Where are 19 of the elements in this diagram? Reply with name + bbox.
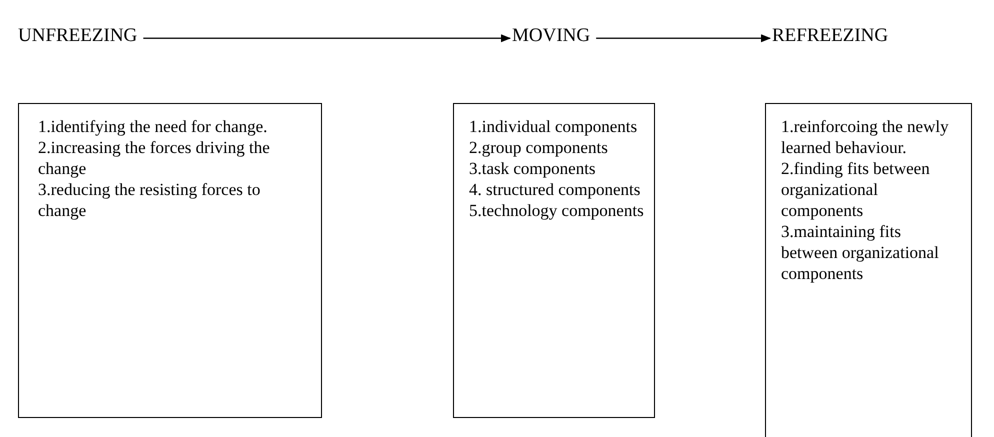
- arrow: [596, 34, 771, 42]
- list-box: [18, 103, 322, 418]
- list-item: 1.identifying the need for change.: [38, 116, 268, 137]
- list-item: 4. structured components: [469, 179, 642, 200]
- list-item: 1.individual components: [469, 116, 638, 137]
- list-item: 3.task components: [469, 158, 597, 179]
- list-item: 2.increasing the forces driving the change: [38, 137, 271, 179]
- stage-heading: REFREEZING: [772, 22, 888, 50]
- list-item: 5.technology components: [469, 200, 645, 221]
- list-item: 1.reinforcoing the newly learned behaviour.: [781, 116, 950, 158]
- list-item: 2.group components: [469, 137, 609, 158]
- list-item: 3.maintaining fits between organizational components: [781, 221, 940, 284]
- list-item: 2.finding fits between organizational components: [781, 158, 931, 221]
- stage-heading: MOVING: [512, 22, 590, 50]
- list-box: [453, 103, 655, 418]
- arrow: [143, 34, 511, 42]
- list-box: [765, 103, 972, 437]
- stage-heading: UNFREEZING: [18, 22, 138, 50]
- list-item: 3.reducing the resisting forces to change: [38, 179, 262, 221]
